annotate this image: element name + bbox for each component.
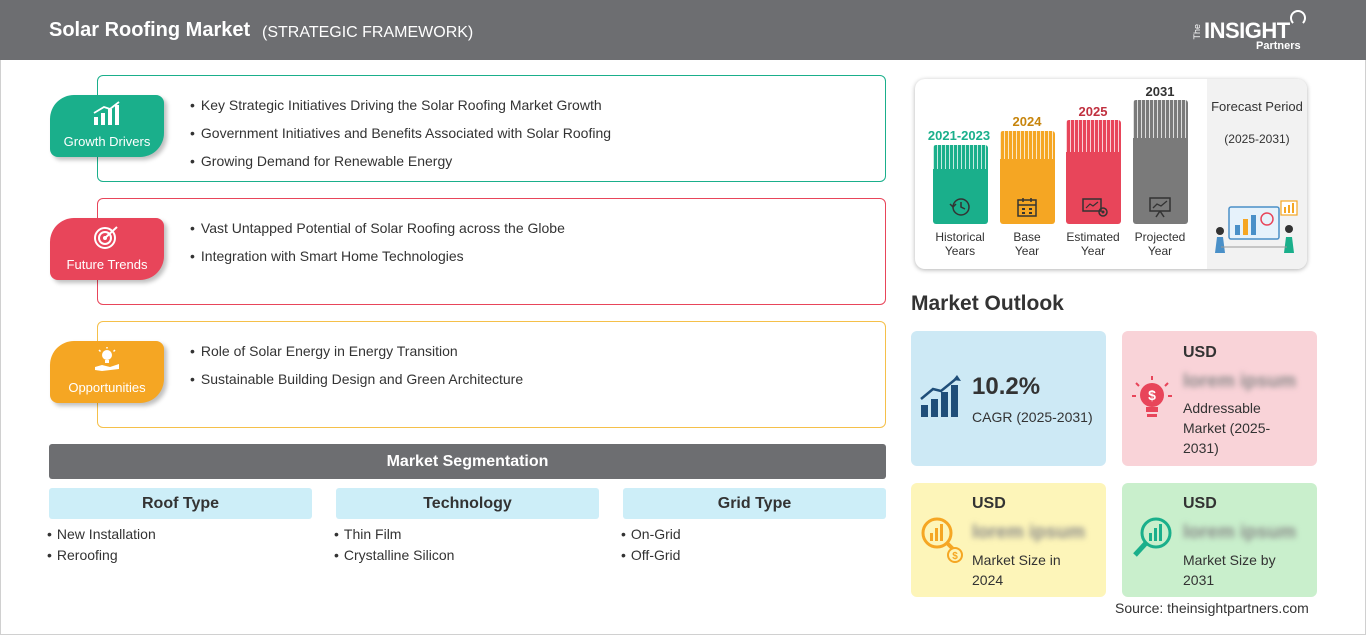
idea-hand-icon	[95, 347, 119, 371]
market-outlook-title: Market Outlook	[911, 292, 1064, 315]
segment-heading-roof-type: Roof Type	[49, 488, 312, 519]
list-item: Government Initiatives and Benefits Asso…	[190, 124, 611, 152]
growth-drivers-list: Key Strategic Initiatives Driving the So…	[190, 96, 611, 180]
logo-arc-icon	[1290, 10, 1306, 26]
cagr-value: 10.2%	[972, 373, 1041, 400]
year-base: 2024	[1012, 114, 1042, 129]
future-trends-list: Vast Untapped Potential of Solar Roofing…	[190, 219, 565, 275]
list-item: Thin Film	[334, 524, 454, 545]
market-size-2031-card: USD lorem ipsum Market Size by 2031	[1122, 483, 1317, 597]
addressable-currency: USD	[1183, 344, 1217, 361]
history-clock-icon	[949, 198, 970, 216]
size-2024-label: Market Size in 2024	[972, 552, 1061, 588]
size-2031-label: Market Size by 2031	[1183, 552, 1276, 588]
label-estimated-2: Year	[1080, 244, 1106, 258]
label-base-2: Year	[1014, 244, 1040, 258]
list-item: Crystalline Silicon	[334, 545, 454, 566]
logo-partners-text: Partners	[1256, 40, 1301, 52]
estimate-gears-icon	[1082, 198, 1108, 217]
segment-list-technology: Thin Film Crystalline Silicon	[334, 524, 454, 566]
timeline-card: 2021-2023 Historical Years 2024 Base Yea…	[915, 79, 1307, 269]
insight-partners-logo[interactable]: The INSIGHT Partners	[1190, 10, 1310, 54]
bar-estimated	[1066, 120, 1121, 224]
size-2024-value: lorem ipsum	[972, 522, 1085, 543]
opportunities-badge: Opportunities	[50, 341, 164, 403]
growth-bars-icon	[920, 375, 961, 417]
future-trends-label: Future Trends	[66, 257, 148, 272]
label-historical-1: Historical	[935, 230, 985, 244]
forecast-label: Forecast Period	[1211, 99, 1303, 114]
opportunities-label: Opportunities	[68, 380, 146, 395]
list-item: Reroofing	[47, 545, 156, 566]
presentation-board-icon	[1149, 197, 1171, 218]
growth-magnifier-icon	[1133, 517, 1172, 557]
year-projected: 2031	[1145, 84, 1175, 99]
label-historical-2: Years	[944, 244, 976, 258]
list-item: Growing Demand for Renewable Energy	[190, 152, 611, 180]
label-estimated-1: Estimated	[1066, 230, 1120, 244]
bar-historical	[933, 145, 988, 224]
growth-chart-icon	[93, 101, 120, 125]
cagr-card: 10.2% CAGR (2025-2031)	[911, 331, 1106, 466]
source-credit: Source: theinsightpartners.com	[1115, 600, 1309, 616]
logo-the-text: The	[1192, 24, 1202, 40]
page-subtitle: (STRATEGIC FRAMEWORK)	[262, 24, 474, 41]
list-item: Vast Untapped Potential of Solar Roofing…	[190, 219, 565, 247]
bar-projected	[1133, 100, 1188, 224]
analytics-people-icon	[1215, 200, 1298, 253]
segment-heading-technology: Technology	[336, 488, 599, 519]
list-item: Sustainable Building Design and Green Ar…	[190, 370, 523, 398]
growth-drivers-badge: Growth Drivers	[50, 95, 164, 157]
label-base-1: Base	[1013, 230, 1041, 244]
opportunities-list: Role of Solar Energy in Energy Transitio…	[190, 342, 523, 398]
growth-drivers-panel: Key Strategic Initiatives Driving the So…	[97, 75, 886, 182]
logo-insight-text: INSIGHT	[1204, 18, 1290, 43]
addressable-market-card: $ USD lorem ipsum Addressable Market (20…	[1122, 331, 1317, 466]
list-item: Key Strategic Initiatives Driving the So…	[190, 96, 611, 124]
opportunities-panel: Role of Solar Energy in Energy Transitio…	[97, 321, 886, 428]
list-item: Off-Grid	[621, 545, 681, 566]
target-icon	[94, 226, 118, 249]
segment-heading-grid-type: Grid Type	[623, 488, 886, 519]
segment-list-roof-type: New Installation Reroofing	[47, 524, 156, 566]
list-item: New Installation	[47, 524, 156, 545]
page-title: Solar Roofing Market	[49, 19, 251, 41]
money-magnifier-icon: $	[921, 517, 963, 563]
svg-text:$: $	[952, 551, 958, 562]
size-2031-currency: USD	[1183, 495, 1217, 512]
future-trends-panel: Vast Untapped Potential of Solar Roofing…	[97, 198, 886, 305]
list-item: Integration with Smart Home Technologies	[190, 247, 565, 275]
forecast-period: (2025-2031)	[1224, 132, 1290, 146]
year-estimated: 2025	[1078, 104, 1108, 119]
list-item: On-Grid	[621, 524, 681, 545]
segment-list-grid-type: On-Grid Off-Grid	[621, 524, 681, 566]
list-item: Role of Solar Energy in Energy Transitio…	[190, 342, 523, 370]
size-2031-value: lorem ipsum	[1183, 522, 1296, 543]
size-2024-currency: USD	[972, 495, 1006, 512]
market-size-2024-card: $ USD lorem ipsum Market Size in 2024	[911, 483, 1106, 597]
label-projected-1: Projected	[1134, 230, 1186, 244]
svg-text:$: $	[1148, 387, 1156, 403]
growth-drivers-label: Growth Drivers	[63, 134, 151, 149]
addressable-value: lorem ipsum	[1183, 371, 1296, 392]
header-bar: Solar Roofing Market (STRATEGIC FRAMEWOR…	[0, 0, 1366, 60]
year-historical: 2021-2023	[927, 128, 991, 143]
future-trends-badge: Future Trends	[50, 218, 164, 280]
cagr-label: CAGR (2025-2031)	[972, 409, 1093, 425]
calendar-icon	[1017, 198, 1037, 217]
market-segmentation-header: Market Segmentation	[49, 444, 886, 479]
label-projected-2: Year	[1147, 244, 1173, 258]
bar-base	[1000, 131, 1055, 224]
money-lightbulb-icon: $	[1132, 376, 1172, 417]
addressable-label: Addressable Market (2025-2031)	[1183, 400, 1271, 456]
